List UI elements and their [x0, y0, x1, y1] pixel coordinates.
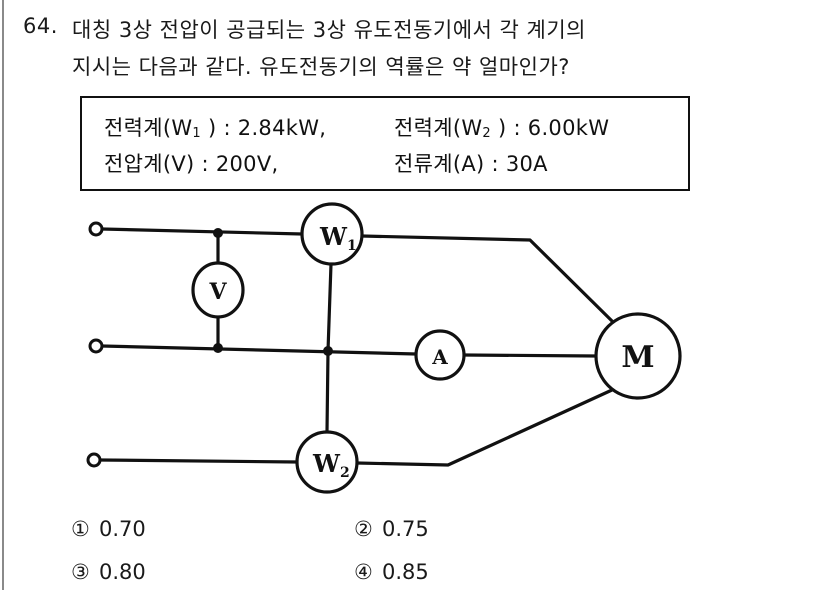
wire-w1-potential — [326, 262, 333, 353]
reading-w2-label: 전력계(W — [394, 116, 483, 140]
answer-choice-2[interactable]: ② 0.75 — [354, 517, 429, 541]
reading-w1-label: 전력계(W — [104, 116, 193, 140]
terminal-1-icon — [88, 221, 104, 237]
choice-number: ③ — [71, 560, 90, 584]
junction-dot — [323, 346, 333, 356]
junction-dot — [213, 343, 223, 353]
terminal-2-icon — [88, 338, 104, 354]
ammeter-label: A — [431, 345, 448, 369]
wattmeter-1-icon — [300, 202, 364, 266]
choice-number: ④ — [354, 560, 373, 584]
choice-value: 0.85 — [382, 560, 429, 584]
wattmeter-2-icon — [295, 430, 359, 494]
reading-wattmeter-1: 전력계(W1 ) : 2.84kW, — [104, 112, 326, 142]
voltmeter-icon — [191, 261, 245, 319]
page-left-border — [2, 0, 4, 590]
choice-value: 0.75 — [382, 517, 429, 541]
wire-line-2-input — [100, 344, 418, 356]
meter-readings-box: 전력계(W1 ) : 2.84kW, 전력계(W2 ) : 6.00kW 전압계… — [80, 96, 690, 191]
choice-number: ② — [354, 517, 373, 541]
question-text-line-2: 지시는 다음과 같다. 유도전동기의 역률은 약 얼마인가? — [72, 55, 570, 79]
choice-value: 0.70 — [99, 517, 146, 541]
wire-line-2-to-motor — [462, 353, 598, 358]
wire-line-3-to-motor — [355, 388, 614, 467]
terminal-3-icon — [86, 452, 102, 468]
choice-number: ① — [71, 517, 90, 541]
wire-line-3-input — [98, 458, 299, 464]
reading-w2-subscript: 2 — [482, 126, 491, 141]
wattmeter-2-label: W2 — [312, 449, 350, 481]
voltmeter-label: V — [208, 279, 227, 305]
answer-choice-3[interactable]: ③ 0.80 — [71, 560, 146, 584]
question-text-line-1: 대칭 3상 전압이 공급되는 3상 유도전동기에서 각 계기의 — [72, 18, 586, 42]
answer-choice-1[interactable]: ① 0.70 — [71, 517, 146, 541]
motor-label: M — [621, 340, 654, 375]
reading-w1-subscript: 1 — [192, 126, 201, 141]
wattmeter-1-label: W1 — [319, 222, 357, 254]
reading-ammeter: 전류계(A) : 30A — [394, 152, 548, 176]
motor-icon — [594, 312, 682, 400]
wire-line-1-to-motor — [360, 234, 614, 323]
junction-dot — [213, 228, 223, 238]
wire-w2-potential — [325, 349, 330, 434]
question-number: 64. — [23, 14, 58, 38]
answer-choice-4[interactable]: ④ 0.85 — [354, 560, 429, 584]
choice-value: 0.80 — [99, 560, 146, 584]
reading-w2-value: ) : 6.00kW — [491, 116, 610, 140]
ammeter-icon — [414, 329, 466, 381]
reading-w1-value: ) : 2.84kW, — [201, 116, 327, 140]
wire-line-1-input — [100, 227, 304, 236]
reading-voltmeter: 전압계(V) : 200V, — [104, 152, 279, 176]
reading-wattmeter-2: 전력계(W2 ) : 6.00kW — [394, 112, 609, 142]
